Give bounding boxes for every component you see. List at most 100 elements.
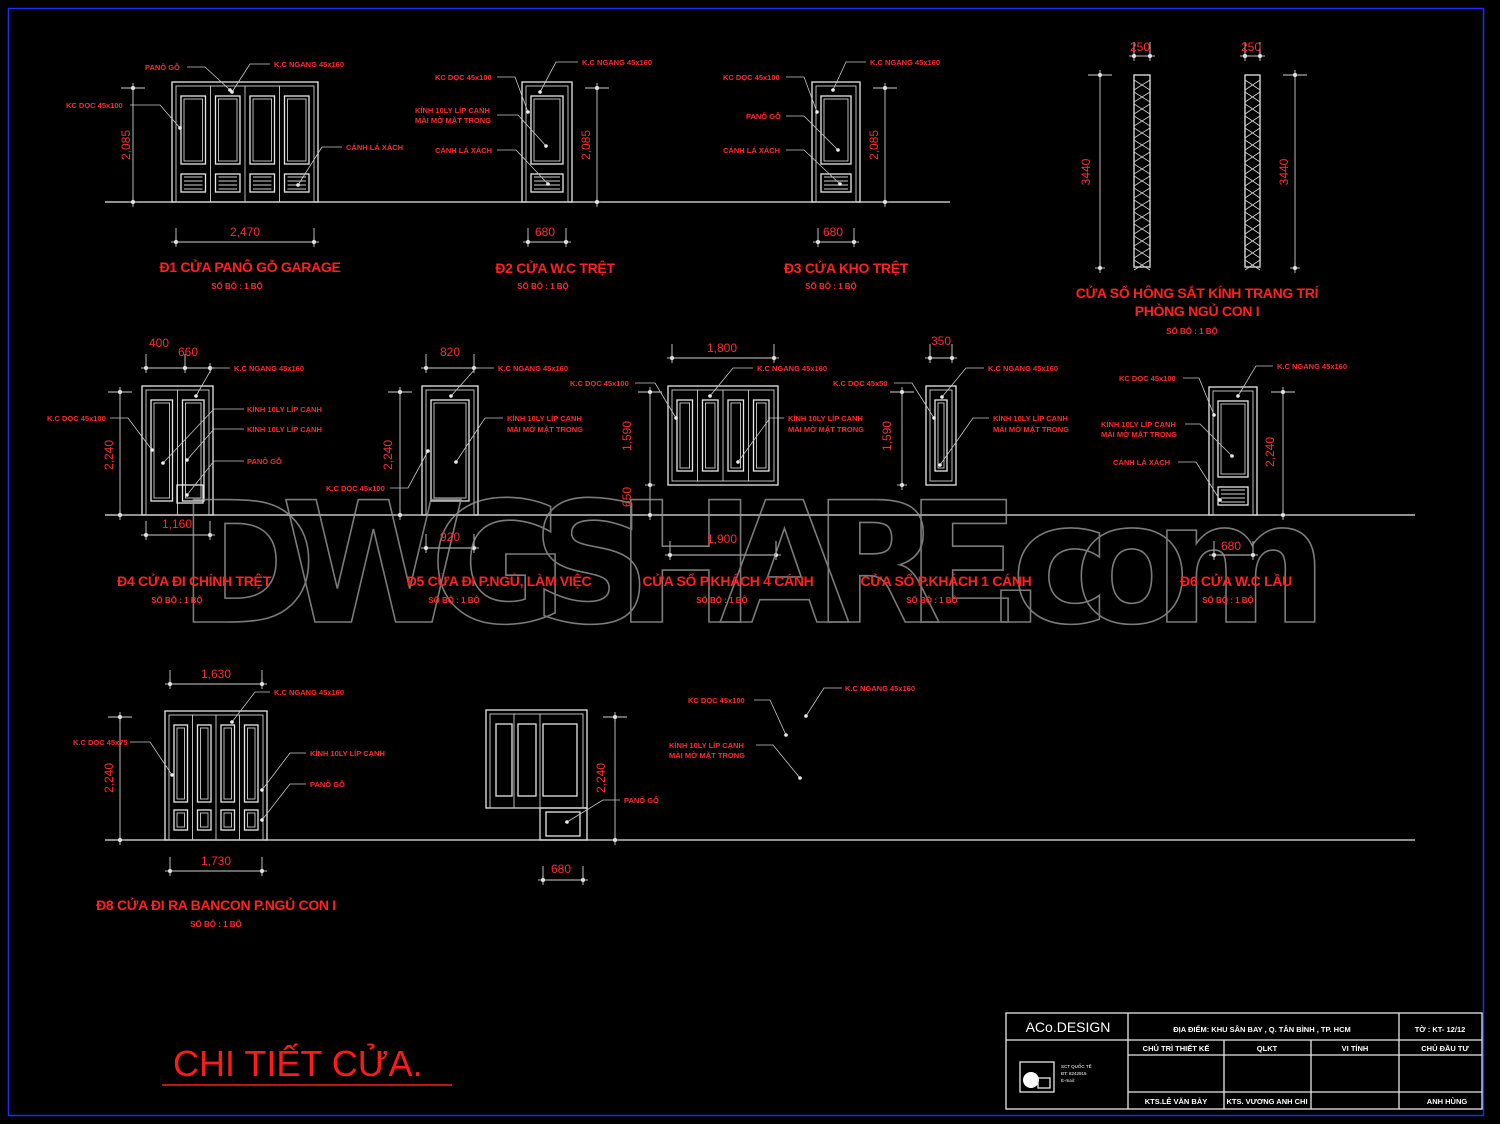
grille-pattern xyxy=(1244,199,1261,211)
glass-panel-inner xyxy=(218,98,238,162)
leader-dot xyxy=(932,416,936,420)
leader-dot xyxy=(838,182,842,186)
callout-label: MÀI MỜ MẶT TRONG xyxy=(669,751,745,760)
grille-pattern xyxy=(1133,127,1151,139)
glass-panel-inner xyxy=(679,402,690,469)
leader-line xyxy=(497,149,549,185)
leader-dot xyxy=(170,773,174,777)
leader-dot xyxy=(938,463,942,467)
grille-pattern xyxy=(1133,175,1151,187)
callout-label: MÀI MỜ MẶT TRONG xyxy=(993,425,1069,434)
grille-pattern xyxy=(1133,115,1151,127)
grille-pattern xyxy=(1133,199,1151,211)
leader-line xyxy=(805,687,842,717)
leader-line xyxy=(455,417,503,463)
dimension-text: 1,160 xyxy=(162,517,192,531)
set-count: SỐ BỘ : 1 BỘ xyxy=(1166,326,1218,336)
wood-panel-inner xyxy=(223,812,232,828)
grille-pattern xyxy=(1133,223,1151,235)
sheet-number: TỜ : KT- 12/12 xyxy=(1415,1025,1466,1034)
leader-line xyxy=(709,367,753,397)
callout-label: MÀI MỜ MẶT TRONG xyxy=(415,116,491,125)
callout-label: PANÔ GỖ xyxy=(746,112,781,121)
leader-dot xyxy=(194,394,198,398)
grille-pattern xyxy=(1133,259,1151,271)
leader-dot xyxy=(150,448,154,452)
louver-panel xyxy=(214,173,241,193)
glass-panel xyxy=(820,95,852,165)
set-count: SỐ BỘ : 1 BỘ xyxy=(190,919,242,929)
grille-pattern xyxy=(1244,103,1261,115)
glass-panel-inner xyxy=(823,98,849,162)
frame-inner xyxy=(425,389,475,516)
set-count: SỐ BỘ : 1 BỘ xyxy=(696,595,748,605)
leader-line xyxy=(832,61,866,91)
dimension-text: 2,240 xyxy=(102,763,116,793)
wood-panel-inner xyxy=(176,812,185,828)
dimension-text: 650 xyxy=(620,487,634,507)
leader-line xyxy=(497,114,547,147)
leader-line xyxy=(1178,461,1221,501)
glass-panel-inner xyxy=(183,98,203,162)
glass-panel-inner xyxy=(252,98,272,162)
leader-dot xyxy=(831,88,835,92)
glass-panel-inner xyxy=(153,402,170,499)
leader-line xyxy=(894,382,935,419)
glass-panel xyxy=(752,399,770,472)
dimension-text: 2,085 xyxy=(867,130,881,160)
header-design-lead: CHỦ TRÌ THIẾT KẾ xyxy=(1143,1043,1210,1053)
callout-label: MÀI MỜ MẶT TRONG xyxy=(788,425,864,434)
wood-panel xyxy=(176,484,204,504)
set-count: SỐ BỘ : 1 BỘ xyxy=(805,281,857,291)
drawing-title: Đ3 CỬA KHO TRỆT xyxy=(784,259,909,276)
dimension-text: 2,240 xyxy=(1263,437,1277,467)
leader-dot xyxy=(260,788,264,792)
leader-line xyxy=(231,691,270,723)
glass-panel xyxy=(727,399,745,472)
glass-panel xyxy=(283,95,310,165)
leader-dot xyxy=(538,90,542,94)
leader-line xyxy=(187,66,231,91)
callout-label: K.C NGANG 45x160 xyxy=(757,364,827,373)
glass-panel-inner xyxy=(287,98,307,162)
name-owner: ANH HÙNG xyxy=(1427,1097,1468,1106)
grille-pattern xyxy=(1133,139,1151,151)
glass-panel-inner xyxy=(1220,403,1246,475)
grille-pattern xyxy=(1244,211,1261,223)
callout-label: KÍNH 10LY LÍP CẠNH xyxy=(993,414,1068,423)
louver-panel xyxy=(820,173,852,193)
leader-dot xyxy=(454,460,458,464)
callout-label: K.C NGANG 45x160 xyxy=(582,58,652,67)
dimension-text: 1,630 xyxy=(201,667,231,681)
callout-label: K.C NGANG 45x160 xyxy=(870,58,940,67)
frame-inner xyxy=(815,85,857,203)
callout-label: KÍNH 10LY LÍP CẠNH xyxy=(788,414,863,423)
leader-line xyxy=(497,76,529,113)
header-owner: CHỦ ĐẦU TƯ xyxy=(1421,1043,1469,1053)
set-count: SỐ BỘ : 1 BỘ xyxy=(517,281,569,291)
glass-panel xyxy=(173,724,189,803)
glass-panel xyxy=(181,399,205,502)
iron-grille-strip xyxy=(1244,74,1261,268)
grille-pattern xyxy=(1244,175,1261,187)
leader-dot xyxy=(708,394,712,398)
callout-label: K.C NGANG 45x160 xyxy=(1277,362,1347,371)
grille-pattern xyxy=(1244,247,1261,259)
grille-pattern xyxy=(1244,127,1261,139)
leader-dot xyxy=(426,449,430,453)
wood-panel xyxy=(545,811,581,837)
leader-line xyxy=(261,752,306,791)
set-count: SỐ BỘ : 1 BỘ xyxy=(428,595,480,605)
grille-pattern xyxy=(1244,91,1261,103)
glass-panel-inner xyxy=(730,402,741,469)
callout-label: CÁNH LÁ XÁCH xyxy=(346,143,403,152)
grille-pattern xyxy=(1133,103,1151,115)
callout-label: K.C NGANG 45x160 xyxy=(274,60,344,69)
grille-pattern xyxy=(1244,139,1261,151)
leader-line xyxy=(261,783,306,821)
dimension-text: 250 xyxy=(1130,40,1150,54)
grille-pattern xyxy=(1244,259,1261,271)
grille-pattern xyxy=(1244,79,1261,91)
header-qlkt: QLKT xyxy=(1257,1044,1278,1053)
callout-label: PANÔ GỖ xyxy=(145,63,180,72)
